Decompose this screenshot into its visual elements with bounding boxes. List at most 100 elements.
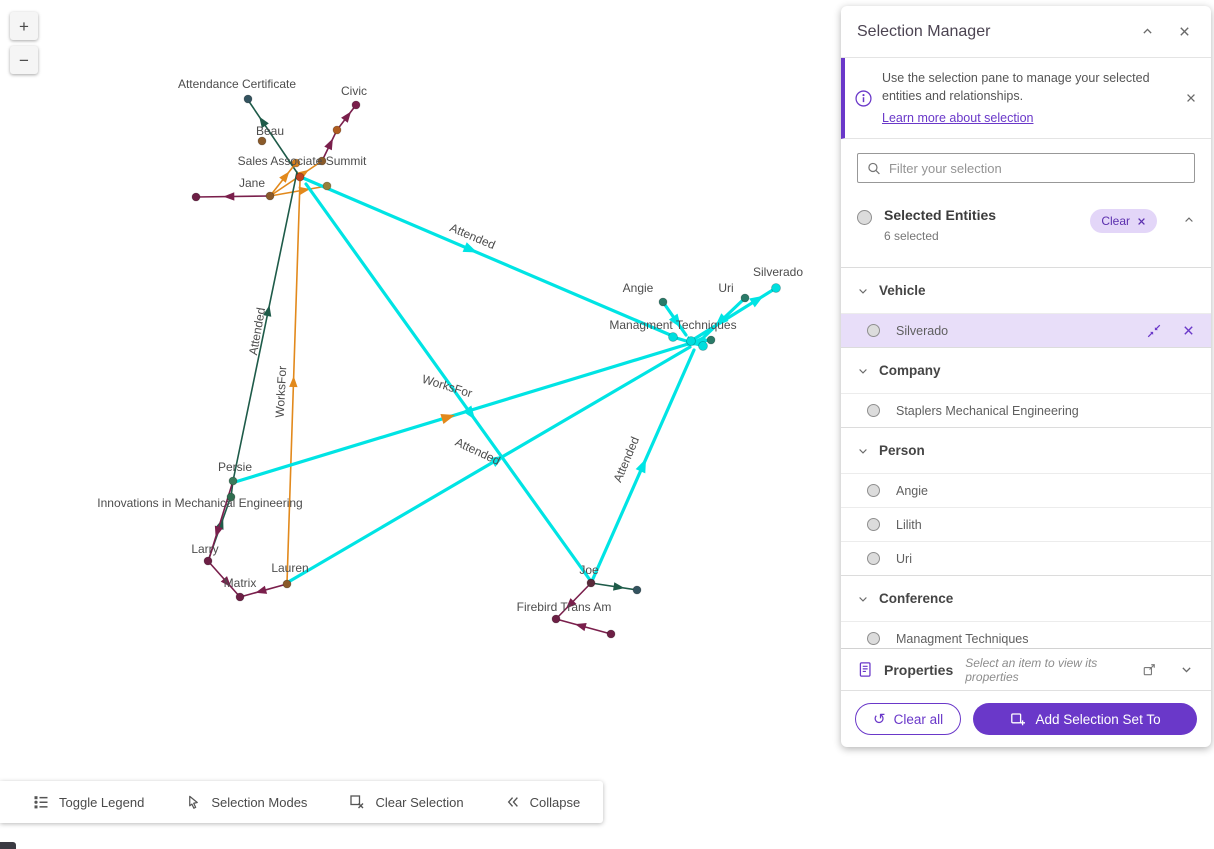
- graph-edge[interactable]: [555, 582, 592, 620]
- info-text: Use the selection pane to manage your se…: [882, 71, 1150, 104]
- zoom-in-button[interactable]: +: [10, 12, 38, 40]
- panel-close-button[interactable]: [1174, 21, 1195, 42]
- graph-label: Larry: [191, 542, 218, 556]
- graph-node[interactable]: [291, 158, 301, 168]
- graph-node[interactable]: [351, 100, 361, 110]
- graph-edge[interactable]: [232, 171, 298, 482]
- chevron-down-icon: [859, 596, 867, 602]
- entity-radio[interactable]: [867, 518, 880, 532]
- entity-row-lilith[interactable]: Lilith: [841, 507, 1211, 541]
- entity-radio[interactable]: [867, 484, 880, 498]
- edge-arrow-icon: [220, 576, 232, 588]
- properties-expand-button[interactable]: [1176, 659, 1197, 680]
- edge-arrow-icon: [574, 623, 587, 632]
- graph-label: Joe: [579, 563, 599, 577]
- clear-selection-pill[interactable]: Clear: [1090, 209, 1157, 234]
- graph-node[interactable]: [226, 492, 236, 502]
- section-collapse-chevron[interactable]: [1183, 213, 1195, 231]
- open-properties-button[interactable]: [1138, 659, 1160, 681]
- graph-node[interactable]: [295, 172, 305, 182]
- toolbar-item-toggle-legend[interactable]: Toggle Legend: [12, 781, 165, 823]
- graph-edge[interactable]: [301, 176, 677, 339]
- graph-node[interactable]: [191, 192, 201, 202]
- entity-row-staplers-mechanical-engineering[interactable]: Staplers Mechanical Engineering: [841, 393, 1211, 427]
- group-name: Person: [879, 443, 925, 459]
- properties-section[interactable]: Properties Select an item to view its pr…: [841, 648, 1211, 690]
- graph-node[interactable]: [228, 476, 238, 486]
- edge-arrow-icon: [223, 192, 235, 201]
- zoom-out-button[interactable]: −: [10, 46, 38, 74]
- entity-radio[interactable]: [867, 552, 880, 566]
- graph-edge[interactable]: [247, 99, 301, 178]
- graph-node[interactable]: [243, 94, 253, 104]
- toolbar-item-label: Collapse: [529, 794, 581, 810]
- graph-node[interactable]: [257, 136, 267, 146]
- toolbar-item-selection-modes[interactable]: Selection Modes: [165, 781, 328, 823]
- graph-node[interactable]: [698, 341, 708, 351]
- clear-all-button[interactable]: ↺ Clear all: [855, 703, 962, 735]
- graph-node[interactable]: [235, 592, 245, 602]
- graph-node[interactable]: [668, 332, 678, 342]
- entity-row-silverado[interactable]: Silverado: [841, 313, 1211, 348]
- graph-node[interactable]: [265, 191, 275, 201]
- graph-node[interactable]: [771, 283, 781, 293]
- edge-arrow-icon: [259, 116, 269, 129]
- graph-node[interactable]: [551, 614, 561, 624]
- graph-node[interactable]: [706, 335, 716, 345]
- panel-footer: ↺ Clear all Add Selection Set To: [841, 690, 1211, 747]
- close-icon: [1187, 94, 1195, 103]
- graph-node[interactable]: [632, 585, 642, 595]
- edge-arrow-icon: [255, 585, 268, 594]
- entity-row-uri[interactable]: Uri: [841, 541, 1211, 575]
- graph-edge[interactable]: [233, 342, 690, 484]
- group-header-conference[interactable]: Conference: [841, 575, 1211, 621]
- graph-label: Innovations in Mechanical Engineering: [97, 496, 302, 510]
- entity-label: Managment Techniques: [896, 631, 1029, 646]
- graph-node[interactable]: [658, 297, 668, 307]
- graph-node[interactable]: [282, 579, 292, 589]
- graph-node[interactable]: [686, 336, 696, 346]
- select-all-radio[interactable]: [857, 210, 872, 226]
- entity-radio[interactable]: [867, 632, 880, 646]
- edge-arrow-icon: [341, 111, 352, 123]
- group-header-person[interactable]: Person: [841, 427, 1211, 473]
- graph-edge[interactable]: [269, 185, 328, 197]
- entity-row-managment-techniques[interactable]: Managment Techniques: [841, 621, 1211, 648]
- entity-label: Staplers Mechanical Engineering: [896, 403, 1079, 418]
- graph-node[interactable]: [332, 125, 342, 135]
- toolbar-item-collapse[interactable]: Collapse: [485, 781, 602, 823]
- learn-more-link[interactable]: Learn more about selection: [882, 111, 1034, 126]
- properties-page-icon: [859, 662, 871, 677]
- graph-edge[interactable]: [288, 345, 692, 583]
- group-header-vehicle[interactable]: Vehicle: [841, 267, 1211, 313]
- edge-arrow-icon: [324, 138, 333, 151]
- graph-node[interactable]: [317, 156, 327, 166]
- entity-row-angie[interactable]: Angie: [841, 473, 1211, 507]
- toolbar-item-label: Toggle Legend: [59, 794, 145, 810]
- entity-radio[interactable]: [867, 404, 880, 418]
- info-close-button[interactable]: [1181, 88, 1201, 108]
- group-name: Vehicle: [879, 283, 926, 299]
- selected-entities-header: Selected Entities 6 selected Clear: [841, 195, 1211, 267]
- entity-radio[interactable]: [867, 324, 880, 338]
- open-in-new-icon: [1143, 663, 1155, 675]
- group-header-company[interactable]: Company: [841, 347, 1211, 393]
- entity-label: Lilith: [896, 517, 922, 532]
- graph-node[interactable]: [322, 181, 332, 191]
- deselect-entity-button[interactable]: [1180, 322, 1197, 339]
- graph-label: WorksFor: [420, 372, 474, 401]
- zoom-to-entity-button[interactable]: [1144, 321, 1164, 341]
- graph-node[interactable]: [740, 293, 750, 303]
- graph-edge[interactable]: [304, 182, 592, 582]
- add-selection-set-button[interactable]: Add Selection Set To: [973, 703, 1197, 735]
- graph-label: Attended: [448, 220, 498, 252]
- toolbar-item-clear-selection[interactable]: Clear Selection: [328, 781, 484, 823]
- graph-node[interactable]: [203, 556, 213, 566]
- graph-node[interactable]: [586, 578, 596, 588]
- panel-collapse-button[interactable]: [1137, 21, 1158, 42]
- filter-input[interactable]: [888, 160, 1185, 176]
- selection-manager-panel: Selection Manager Use the selection pane…: [841, 6, 1211, 747]
- graph-node[interactable]: [606, 629, 616, 639]
